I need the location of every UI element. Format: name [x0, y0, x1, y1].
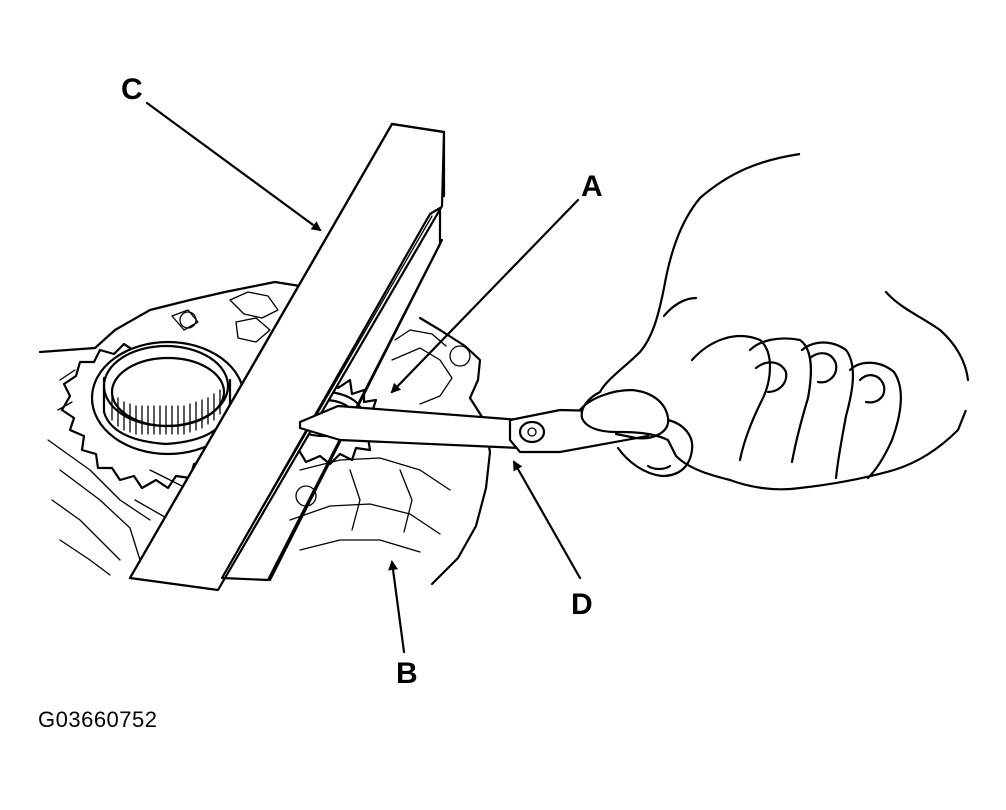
output-gear — [60, 340, 246, 490]
hand — [578, 152, 970, 491]
callout-label-c: C — [121, 73, 143, 106]
leader-lines — [145, 101, 582, 654]
callout-label-a: A — [581, 170, 603, 203]
callout-label-d: D — [571, 588, 593, 621]
callout-label-b: B — [396, 657, 418, 690]
figure-id: G03660752 — [38, 707, 158, 732]
